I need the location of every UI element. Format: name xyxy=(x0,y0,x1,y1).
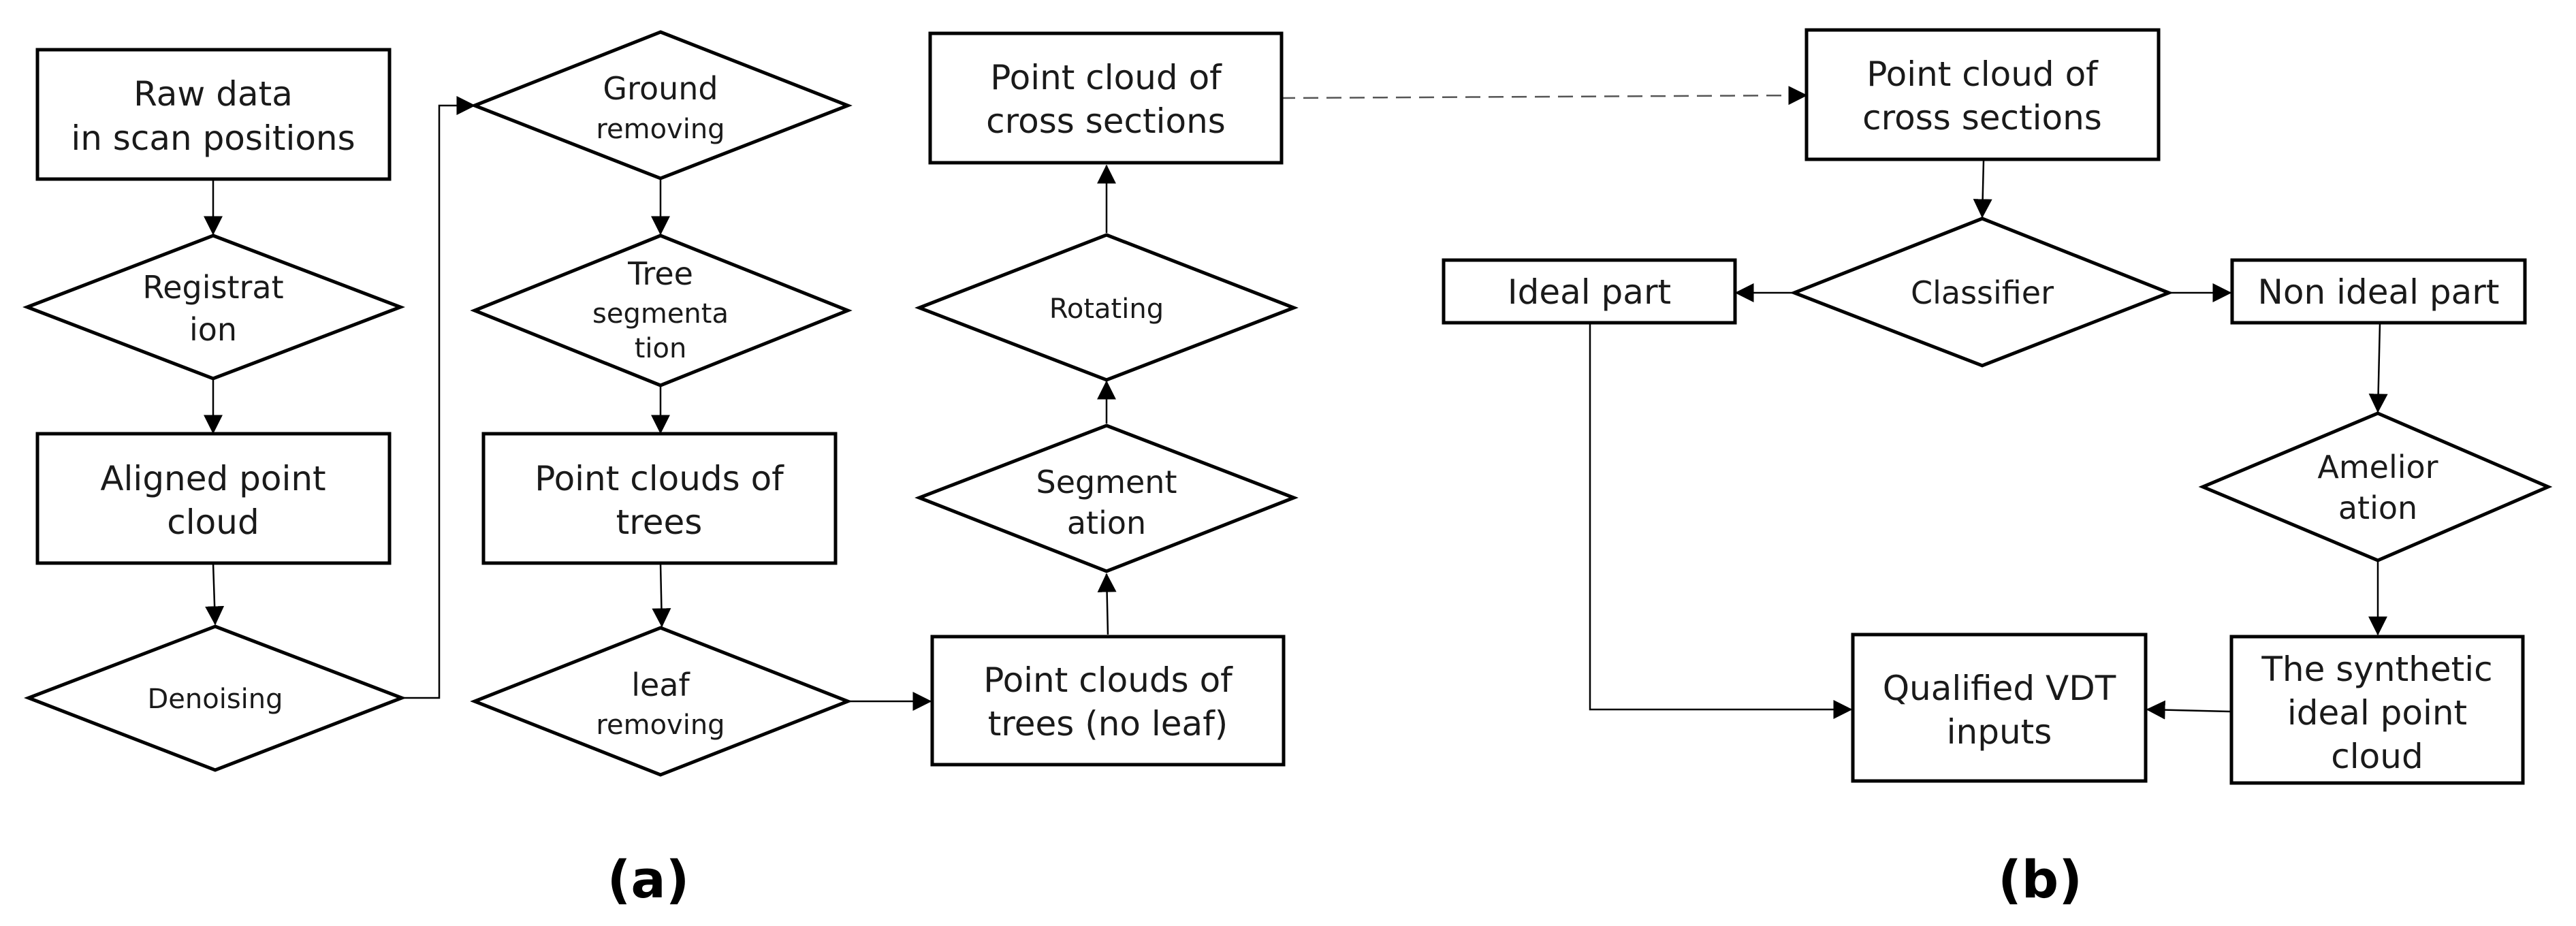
node-ideal-part: Ideal part xyxy=(1442,258,1737,325)
node-non-ideal-label: Non ideal part xyxy=(2258,272,2500,312)
node-leaf-line-1: leaf xyxy=(631,667,690,703)
edge-non-ideal-to-amelioration xyxy=(2368,323,2388,413)
node-qualified-vdt: Qualified VDT inputs xyxy=(1851,633,2148,783)
edge-trees-to-leaf xyxy=(652,562,671,628)
node-trees-line-2: trees xyxy=(616,502,703,542)
node-point-clouds-of-trees: Point clouds of trees xyxy=(481,432,838,565)
node-ground-line-1: Ground xyxy=(603,70,718,107)
node-point-clouds-no-leaf: Point clouds of trees (no leaf) xyxy=(930,635,1286,767)
node-raw-data: Raw data in scan positions xyxy=(35,48,392,181)
node-ideal-label: Ideal part xyxy=(1508,272,1671,312)
connectors-panel-a xyxy=(204,96,1117,711)
node-segmentation-line-1: Segment xyxy=(1036,464,1177,500)
edge-noleaf-to-segmentation xyxy=(1097,573,1117,635)
connectors-panel-b xyxy=(1589,160,2388,720)
node-trees-line-1: Point clouds of xyxy=(535,459,784,498)
node-ground-line-2: removing xyxy=(596,114,725,145)
edge-cross-sections-a-to-b xyxy=(1279,86,1808,106)
node-amelioration: Amelior ation xyxy=(2198,411,2553,562)
edge-synthetic-to-qualified xyxy=(2146,700,2231,720)
node-noleaf-line-2: trees (no leaf) xyxy=(988,704,1228,744)
node-tree-segmentation: Tree segmenta tion xyxy=(470,234,853,387)
node-registration-line-1: Registrat xyxy=(142,269,283,306)
node-synthetic-line-2: ideal point xyxy=(2287,693,2467,733)
node-segmentation: Segment ation xyxy=(915,424,1299,573)
node-cross-sections-b: Point cloud of cross sections xyxy=(1804,28,2161,161)
node-raw-data-line-2: in scan positions xyxy=(71,118,355,158)
edge-ideal-to-qualified xyxy=(1589,323,1853,719)
edge-aligned-to-denoising xyxy=(205,562,225,626)
node-amelioration-line-1: Amelior xyxy=(2317,449,2438,485)
edge-denoising-to-ground xyxy=(402,96,476,699)
node-rotating: Rotating xyxy=(915,233,1299,382)
node-tree-seg-line-1: Tree xyxy=(627,255,693,292)
node-aligned-line-2: cloud xyxy=(167,502,259,542)
node-synthetic-ideal: The synthetic ideal point cloud xyxy=(2229,635,2525,785)
node-ground-removing: Ground removing xyxy=(470,30,853,180)
panel-label-a: (a) xyxy=(607,849,690,910)
node-leaf-removing: leaf removing xyxy=(470,626,853,777)
node-synthetic-line-3: cloud xyxy=(2331,737,2423,776)
node-raw-data-line-1: Raw data xyxy=(133,74,293,114)
node-denoising-label: Denoising xyxy=(147,684,283,715)
node-classifier-label: Classifier xyxy=(1911,274,2054,311)
node-tree-seg-line-2: segmenta xyxy=(592,298,729,330)
node-cross-b-line-1: Point cloud of xyxy=(1866,54,2099,94)
node-leaf-line-2: removing xyxy=(596,709,725,741)
node-rotating-label: Rotating xyxy=(1049,293,1164,325)
node-cross-b-line-2: cross sections xyxy=(1862,98,2102,138)
node-classifier: Classifier xyxy=(1790,217,2174,368)
edge-cross-sections-to-classifier xyxy=(1973,160,1992,219)
node-non-ideal-part: Non ideal part xyxy=(2230,258,2527,325)
node-amelioration-line-2: ation xyxy=(2338,490,2417,526)
node-cross-a-line-1: Point cloud of xyxy=(990,58,1222,97)
node-segmentation-line-2: ation xyxy=(1067,505,1146,541)
node-registration: Registrat ion xyxy=(22,234,406,381)
node-registration-line-2: ion xyxy=(189,311,237,348)
node-aligned-point-cloud: Aligned point cloud xyxy=(35,432,392,565)
node-denoising: Denoising xyxy=(24,624,407,772)
node-noleaf-line-1: Point clouds of xyxy=(983,660,1233,700)
node-tree-seg-line-3: tion xyxy=(635,333,687,364)
node-aligned-line-1: Aligned point xyxy=(100,459,325,498)
node-qualified-line-2: inputs xyxy=(1947,712,2052,752)
node-cross-a-line-2: cross sections xyxy=(986,101,1226,141)
node-qualified-line-1: Qualified VDT xyxy=(1883,669,2116,708)
node-cross-sections-a: Point cloud of cross sections xyxy=(928,31,1284,165)
node-synthetic-line-1: The synthetic xyxy=(2261,650,2492,689)
panel-label-b: (b) xyxy=(1998,849,2082,910)
